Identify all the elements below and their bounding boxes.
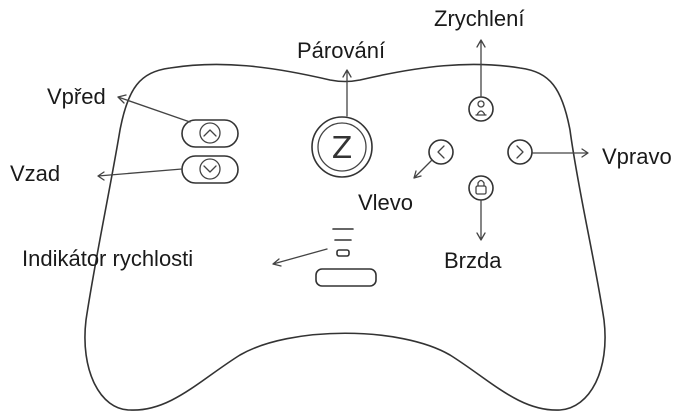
label-right: Vpravo: [602, 144, 672, 169]
accelerate-arrow: [476, 39, 486, 97]
label-backward: Vzad: [10, 161, 61, 186]
brake-arrow: [476, 200, 486, 241]
pairing-logo-icon: Z: [332, 131, 353, 166]
forward-arrow: [117, 94, 191, 123]
chevron-left-icon: [437, 145, 445, 159]
left-arrow: [413, 159, 433, 179]
pairing-arrow: [342, 69, 352, 117]
label-left: Vlevo: [358, 190, 414, 215]
lock-icon: [475, 179, 487, 195]
accelerate-button[interactable]: [468, 96, 494, 122]
left-button[interactable]: [428, 139, 454, 165]
label-pairing: Párování: [297, 38, 386, 63]
pairing-button[interactable]: Z: [311, 116, 373, 178]
backward-arrow: [97, 168, 183, 181]
speed-indicator: [332, 228, 354, 257]
label-speed-indicator: Indikátor rychlosti: [22, 246, 194, 271]
chevron-down-icon: [199, 158, 221, 180]
label-forward: Vpřed: [47, 84, 106, 109]
rider-icon: [475, 100, 487, 116]
controller-outline: [84, 63, 606, 411]
chevron-right-icon: [516, 145, 524, 159]
right-arrow: [532, 148, 589, 158]
brake-button[interactable]: [468, 175, 494, 201]
backward-button[interactable]: [181, 155, 239, 184]
label-accelerate: Zrychlení: [434, 6, 525, 31]
chevron-up-icon: [199, 122, 221, 144]
right-button[interactable]: [507, 139, 533, 165]
label-brake: Brzda: [444, 248, 502, 273]
forward-button[interactable]: [181, 119, 239, 148]
speed-indicator-arrow: [272, 248, 328, 267]
home-bar-button[interactable]: [315, 268, 377, 287]
